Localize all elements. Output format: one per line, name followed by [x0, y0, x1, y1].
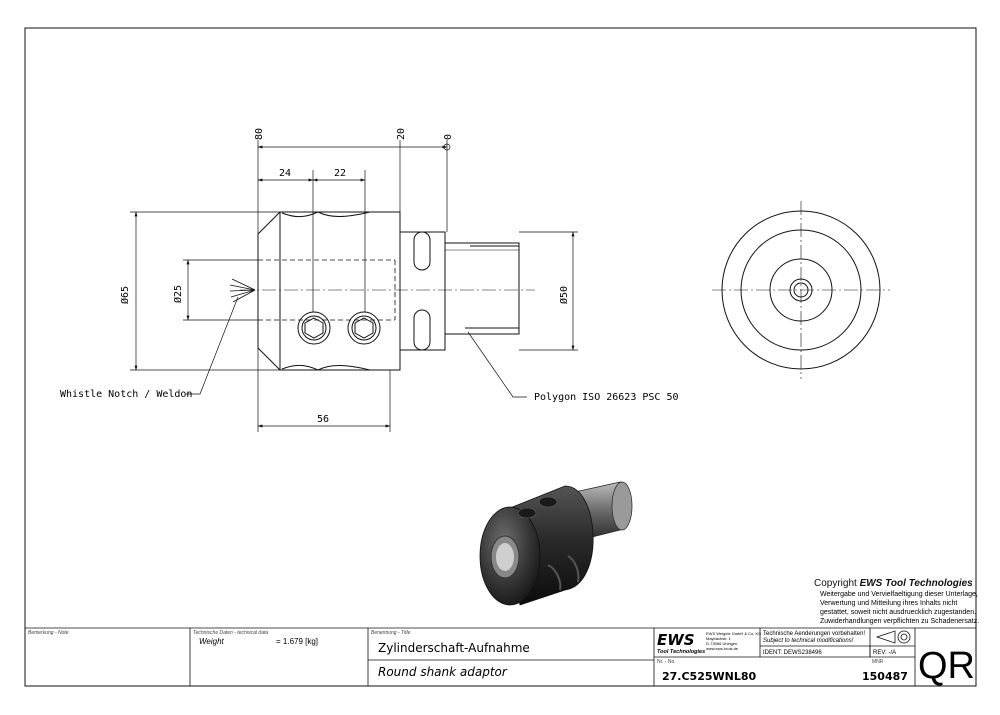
ews-logo: EWS [657, 631, 695, 649]
side-view [229, 211, 535, 371]
front-view [712, 201, 890, 379]
copyright-line-3: gestattet, soweit nicht ausdruecklich zu… [820, 609, 976, 616]
dim-20: 20 [396, 128, 407, 140]
ews-logo-sub: Tool Technologies [657, 649, 705, 655]
mnr-label: MNR [872, 659, 884, 665]
dimension-lines [130, 140, 578, 432]
title-label: Benennung - Title [371, 630, 411, 636]
dim-24: 24 [279, 168, 291, 179]
polygon-leader [467, 331, 527, 398]
nr-label: Nr. - No. [657, 659, 676, 665]
mnr-number: 150487 [862, 670, 908, 683]
drawing-frame [24, 27, 977, 687]
dim-80: 80 [254, 128, 265, 140]
polygon-shank [445, 242, 520, 335]
screw-2-inner [351, 315, 377, 341]
title-block-lines [25, 627, 976, 686]
screw-2-hex-icon [354, 317, 374, 339]
qr-mark: QR [918, 645, 975, 687]
dim-56: 56 [317, 414, 329, 425]
dim-0: 0 [443, 134, 454, 140]
dim-dia25: Ø25 [172, 285, 184, 303]
rev: REV: -/A [873, 650, 896, 656]
company-line-3: D-73066 Uhingen [706, 641, 737, 646]
copyright-line-2: Verwertung und Mitteilung ihres Inhalts … [820, 600, 957, 607]
callout-whistle: Whistle Notch / Weldon [60, 389, 192, 400]
callout-polygon: Polygon ISO 26623 PSC 50 [534, 392, 679, 403]
part-number: 27.C525WNL80 [662, 670, 757, 683]
ident: IDENT: DEWS238496 [763, 650, 822, 656]
drive-slot-top [413, 231, 431, 271]
notice-de: Technische Aenderungen vorbehalten! [763, 631, 865, 637]
screw-1 [297, 311, 331, 345]
whistle-leader [186, 296, 239, 395]
company-line-4: www.ews-tools.de [706, 646, 739, 651]
dim-dia65: Ø65 [119, 286, 131, 304]
screw-1-inner [301, 315, 327, 341]
company-line-1: EWS Weigele GmbH & Co. KG [706, 631, 761, 636]
title-en: Round shank adaptor [378, 665, 508, 679]
copyright-line-4: Zuwiderhandlungen verpflichten zu Schade… [820, 618, 979, 625]
title-de: Zylinderschaft-Aufnahme [378, 641, 530, 655]
notice-en: Subject to technical modifications! [763, 638, 854, 644]
collar [399, 231, 446, 351]
weight-label: Weight [199, 637, 225, 646]
drive-slot-bottom [413, 309, 431, 351]
projection-symbol-icon [875, 630, 911, 644]
dim-22: 22 [334, 168, 346, 179]
screw-1-hex-icon [304, 317, 324, 339]
screw-2 [347, 311, 381, 345]
tech-label: Technische Daten - technical data [193, 630, 268, 636]
main-body-outline [257, 211, 401, 371]
top-groove [281, 211, 371, 218]
company-line-2: Maybachstr. 1 [706, 636, 732, 641]
copyright-title: Copyright EWS Tool Technologies [814, 578, 973, 589]
copyright-line-1: Weitergabe und Vervielfaeltigung dieser … [820, 591, 978, 598]
drill-point-icon [229, 278, 256, 303]
isometric-render [479, 481, 633, 606]
bottom-groove [281, 364, 371, 371]
note-label: Bemerkung - Note [28, 630, 69, 636]
dim-dia50: Ø50 [558, 286, 570, 304]
weight-value: = 1.679 [kg] [276, 637, 318, 646]
